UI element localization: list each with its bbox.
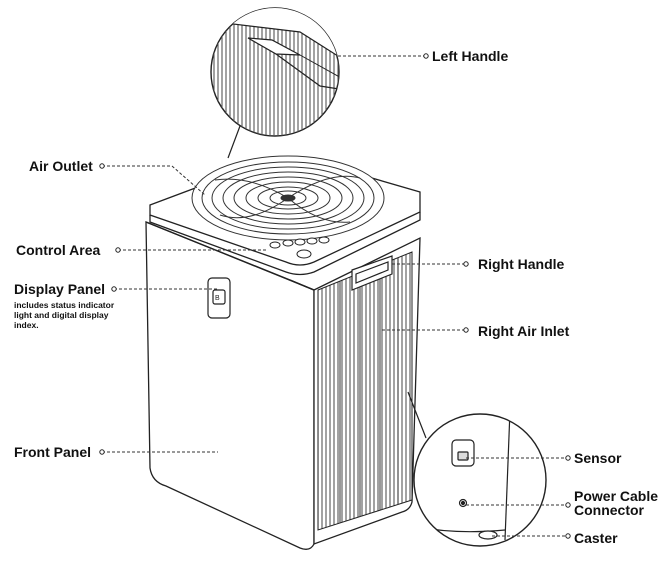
- left-handle-label: Left Handle: [432, 48, 509, 64]
- right-air-inlet-label: Right Air Inlet: [478, 323, 570, 339]
- base-zoom-circle: [407, 391, 547, 547]
- control-area-label: Control Area: [16, 242, 101, 258]
- sensor-label: Sensor: [574, 450, 622, 466]
- left-handle-zoom-circle: [210, 7, 340, 159]
- caster-label: Caster: [574, 530, 618, 546]
- leader-endpoints: [99, 53, 571, 539]
- power-cable-connector-label-line2: Connector: [574, 502, 644, 518]
- display-panel-description: includes status indicator light and digi…: [14, 300, 115, 330]
- air-outlet-fan: [191, 155, 385, 241]
- leader-lines: [102, 55, 568, 537]
- control-area-buttons: [269, 236, 330, 259]
- right-air-inlet-grille: [317, 251, 413, 531]
- svg-text:B: B: [215, 295, 220, 302]
- display-panel-label: Display Panel: [14, 281, 106, 297]
- display-panel: B: [207, 277, 231, 319]
- air-outlet-label: Air Outlet: [29, 158, 93, 174]
- front-panel-label: Front Panel: [14, 444, 92, 460]
- right-handle-label: Right Handle: [478, 256, 565, 272]
- power-cable-connector-label-line1: Power Cable: [574, 488, 659, 504]
- right-handle: [351, 255, 393, 291]
